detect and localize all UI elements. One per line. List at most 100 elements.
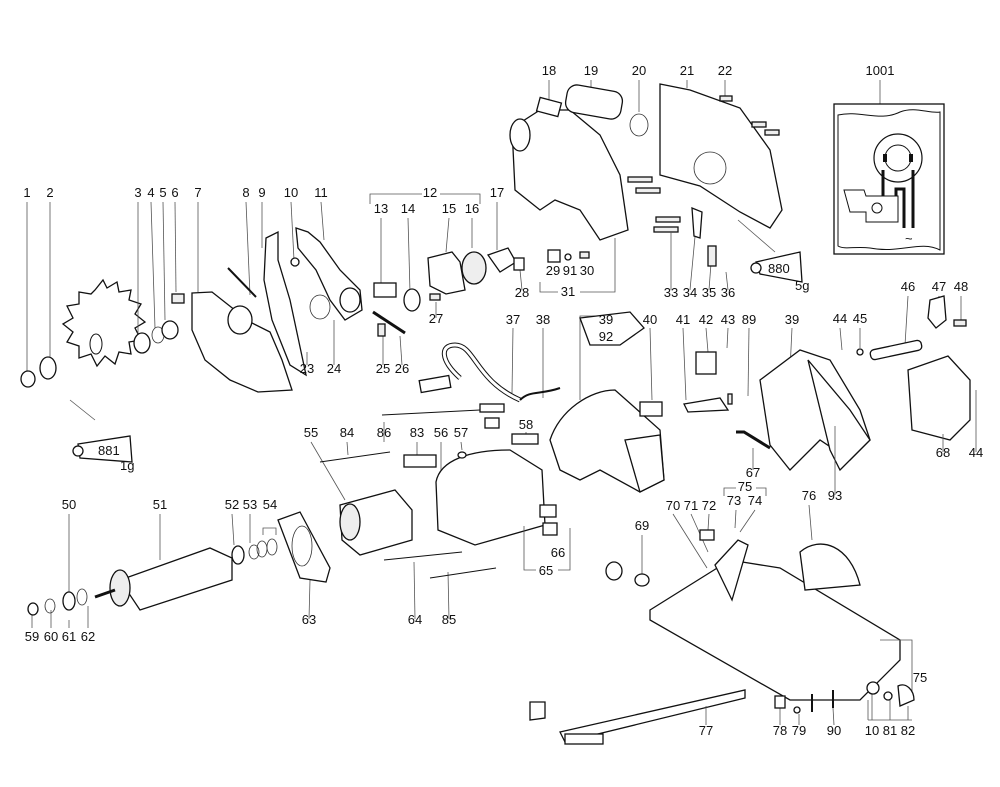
upper-guard bbox=[509, 80, 649, 293]
part-label-p57: 57 bbox=[454, 425, 468, 440]
parallel-guide bbox=[529, 689, 835, 745]
part-label-p46: 46 bbox=[901, 279, 915, 294]
part-label-p83: 83 bbox=[410, 425, 424, 440]
part-label-p44a: 44 bbox=[833, 311, 847, 326]
part-label-p39a: 39 bbox=[599, 312, 613, 327]
part-label-p74: 74 bbox=[748, 493, 762, 508]
part-label-p7: 7 bbox=[194, 185, 201, 200]
part-label-p55: 55 bbox=[304, 425, 318, 440]
part-label-p59: 59 bbox=[25, 629, 39, 644]
part-label-p34: 34 bbox=[683, 285, 697, 300]
part-label-p69: 69 bbox=[635, 518, 649, 533]
grease-tube-880: 880 5g bbox=[750, 251, 809, 293]
part-label-p45: 45 bbox=[853, 311, 867, 326]
part-label-p10: 10 bbox=[284, 185, 298, 200]
part-label-p43: 43 bbox=[721, 312, 735, 327]
part-label-p35: 35 bbox=[702, 285, 716, 300]
wiring-inset: ~ bbox=[833, 80, 945, 255]
part-label-p16: 16 bbox=[465, 201, 479, 216]
part-label-p30: 30 bbox=[580, 263, 594, 278]
part-label-p75b: 75 bbox=[913, 670, 927, 685]
part-label-p68: 68 bbox=[936, 445, 950, 460]
part-label-p23: 23 bbox=[300, 361, 314, 376]
lower-guard bbox=[191, 202, 293, 393]
part-label-p58: 58 bbox=[519, 417, 533, 432]
part-label-p85: 85 bbox=[442, 612, 456, 627]
part-label-p24: 24 bbox=[327, 361, 341, 376]
part-label-p48: 48 bbox=[954, 279, 968, 294]
part-label-p66: 66 bbox=[551, 545, 565, 560]
saw-blade bbox=[61, 278, 147, 421]
power-cord bbox=[418, 327, 561, 403]
part-label-p9: 9 bbox=[258, 185, 265, 200]
base-plate bbox=[605, 487, 915, 721]
part-label-p14: 14 bbox=[401, 201, 415, 216]
part-label-p91: 91 bbox=[563, 263, 577, 278]
part-label-p33: 33 bbox=[664, 285, 678, 300]
part-label-p54: 54 bbox=[263, 497, 277, 512]
part-label-p79: 79 bbox=[792, 723, 806, 738]
part-label-p38: 38 bbox=[536, 312, 550, 327]
flange-parts bbox=[20, 201, 185, 388]
part-label-p5: 5 bbox=[159, 185, 166, 200]
part-label-p36: 36 bbox=[721, 285, 735, 300]
part-label-p11: 11 bbox=[314, 185, 328, 200]
part-label-p37: 37 bbox=[506, 312, 520, 327]
part-label-p75a: 75 bbox=[738, 479, 752, 494]
part-label-p28: 28 bbox=[515, 285, 529, 300]
switch-icon bbox=[843, 189, 899, 223]
part-label-p4: 4 bbox=[147, 185, 154, 200]
part-label-p40: 40 bbox=[643, 312, 657, 327]
part-label-p47: 47 bbox=[932, 279, 946, 294]
part-label-p50: 50 bbox=[62, 497, 76, 512]
part-label-p65: 65 bbox=[539, 563, 553, 578]
armature bbox=[27, 511, 497, 628]
part-label-p12: 12 bbox=[423, 185, 437, 200]
part-label-p60: 60 bbox=[44, 629, 58, 644]
ac-symbol: ~ bbox=[905, 231, 913, 246]
part-label-p77: 77 bbox=[699, 723, 713, 738]
part-label-p20: 20 bbox=[632, 63, 646, 78]
motor-stator bbox=[310, 403, 546, 556]
part-label-p13: 13 bbox=[374, 201, 388, 216]
part-label-p78: 78 bbox=[773, 723, 787, 738]
part-label-p81: 81 bbox=[883, 723, 897, 738]
part-label-p21: 21 bbox=[680, 63, 694, 78]
part-label-p63: 63 bbox=[302, 612, 316, 627]
part-label-p39b: 39 bbox=[785, 312, 799, 327]
part-label-p19: 19 bbox=[584, 63, 598, 78]
part-label-p10b: 10 bbox=[865, 723, 879, 738]
part-label-p71: 71 bbox=[684, 498, 698, 513]
svg-text:880: 880 bbox=[768, 261, 790, 276]
part-label-p15: 15 bbox=[442, 201, 456, 216]
part-label-p92: 92 bbox=[599, 329, 613, 344]
part-label-p93: 93 bbox=[828, 488, 842, 503]
part-label-p70: 70 bbox=[666, 498, 680, 513]
part-label-p18: 18 bbox=[542, 63, 556, 78]
part-label-p31: 31 bbox=[561, 284, 575, 299]
part-label-p6: 6 bbox=[171, 185, 178, 200]
handle-housing bbox=[549, 311, 750, 493]
part-label-p52: 52 bbox=[225, 497, 239, 512]
part-label-p25: 25 bbox=[376, 361, 390, 376]
part-label-p8: 8 bbox=[242, 185, 249, 200]
blade-housing bbox=[736, 295, 977, 495]
guard-parts-8-11 bbox=[227, 201, 406, 377]
svg-text:1g: 1g bbox=[120, 458, 134, 473]
switch-parts bbox=[523, 504, 571, 571]
grease-tube-881: 881 1g bbox=[72, 435, 134, 473]
part-label-p56: 56 bbox=[434, 425, 448, 440]
part-label-p51: 51 bbox=[153, 497, 167, 512]
part-label-p2: 2 bbox=[46, 185, 53, 200]
svg-text:5g: 5g bbox=[795, 278, 809, 293]
part-label-p1001: 1001 bbox=[866, 63, 895, 78]
part-label-p1: 1 bbox=[23, 185, 30, 200]
part-label-p27: 27 bbox=[429, 311, 443, 326]
part-label-p53: 53 bbox=[243, 497, 257, 512]
part-label-p84: 84 bbox=[340, 425, 354, 440]
part-label-p26: 26 bbox=[395, 361, 409, 376]
part-label-p41: 41 bbox=[676, 312, 690, 327]
part-label-p42: 42 bbox=[699, 312, 713, 327]
